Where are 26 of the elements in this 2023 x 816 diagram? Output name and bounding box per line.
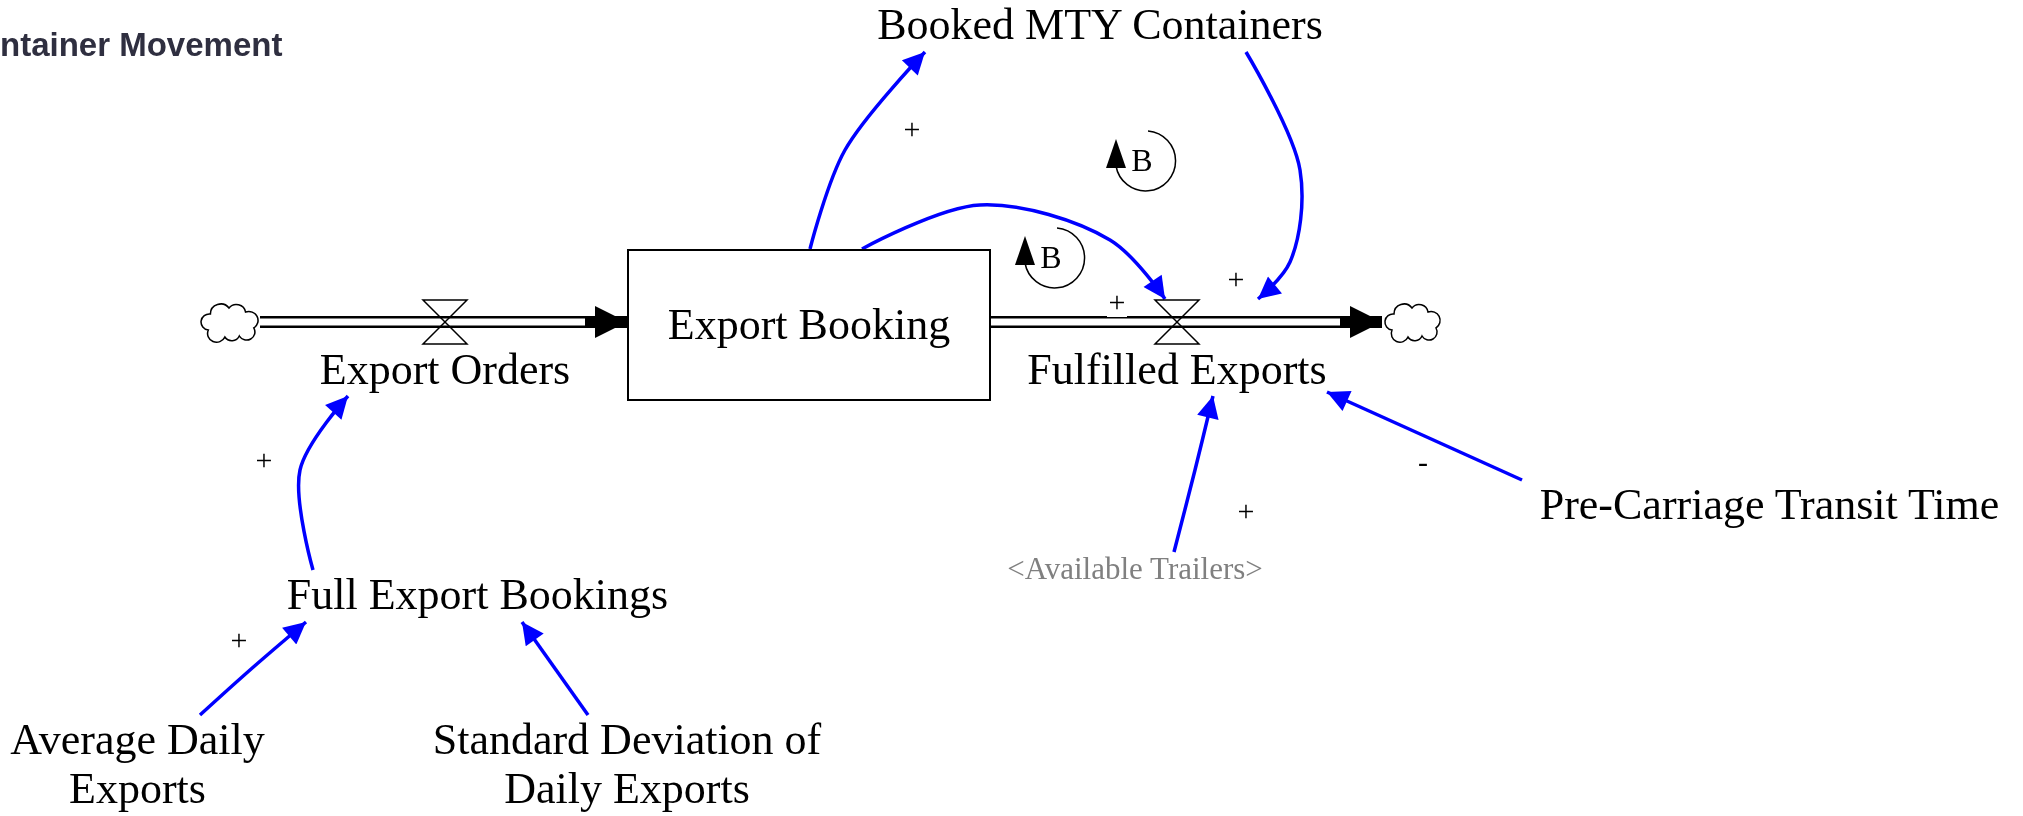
flow-pipe: [1327, 306, 1382, 338]
loop-label: B: [1131, 143, 1153, 179]
link-arrow: [1244, 51, 1304, 301]
flow-pipe: [573, 306, 627, 338]
variable-label: Average Daily Exports: [9, 715, 266, 814]
flow-label: Export Orders: [318, 345, 572, 395]
variable-label: Full Export Bookings: [285, 570, 670, 620]
flow-pipe: [991, 316, 1027, 328]
variable-label: <Available Trailers>: [1006, 552, 1264, 587]
variable-label: Pre-Carriage Transit Time: [1538, 480, 2001, 530]
cloud-symbol: [1382, 300, 1442, 344]
variable-label: Booked MTY Containers: [876, 0, 1324, 50]
link-arrow: [1326, 390, 1523, 482]
link-arrow: [1172, 395, 1219, 553]
link-arrow: [808, 50, 927, 250]
loop-label: B: [1040, 240, 1062, 276]
cloud-symbol: [198, 300, 260, 344]
link-arrow: [296, 394, 350, 571]
stock-box: Export Booking: [627, 249, 991, 401]
link-arrow: [861, 203, 1167, 300]
variable-label: Standard Deviation of Daily Exports: [431, 715, 823, 814]
flow-pipe: [260, 316, 317, 328]
flow-label: Fulfilled Exports: [1027, 345, 1327, 395]
link-arrow: [520, 621, 590, 716]
link-arrow: [198, 620, 308, 717]
diagram-title: ntainer Movement: [0, 26, 283, 64]
